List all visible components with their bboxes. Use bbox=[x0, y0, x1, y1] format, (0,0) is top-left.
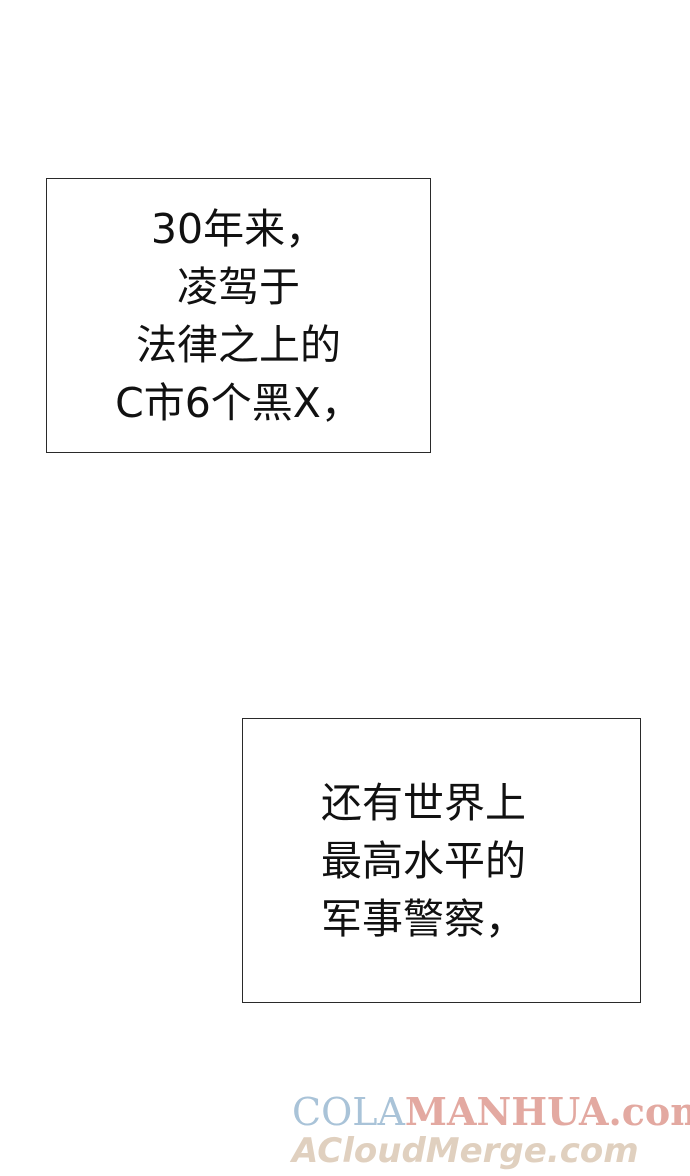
caption-line: 凌驾于 bbox=[177, 262, 300, 311]
caption-box-2: 还有世界上 最高水平的 军事警察， bbox=[242, 718, 641, 1003]
caption-line: 法律之上的 bbox=[136, 320, 341, 369]
caption-line: 还有世界上 bbox=[321, 778, 526, 827]
caption-line: C市6个黑X， bbox=[115, 378, 362, 427]
caption-box-1: 30年来， 凌驾于 法律之上的 C市6个黑X， bbox=[46, 178, 431, 453]
watermark-part-manhua: MANHUA.com bbox=[404, 1089, 690, 1134]
watermark-line-2: ACloudMerge.com bbox=[292, 1131, 639, 1171]
caption-line: 最高水平的 bbox=[321, 836, 526, 885]
caption-line: 30年来， bbox=[150, 204, 327, 253]
watermark-line-1: COLAMANHUA.com bbox=[292, 1089, 690, 1135]
caption-line: 军事警察， bbox=[321, 894, 526, 943]
watermark-part-cola: COLA bbox=[292, 1090, 405, 1134]
